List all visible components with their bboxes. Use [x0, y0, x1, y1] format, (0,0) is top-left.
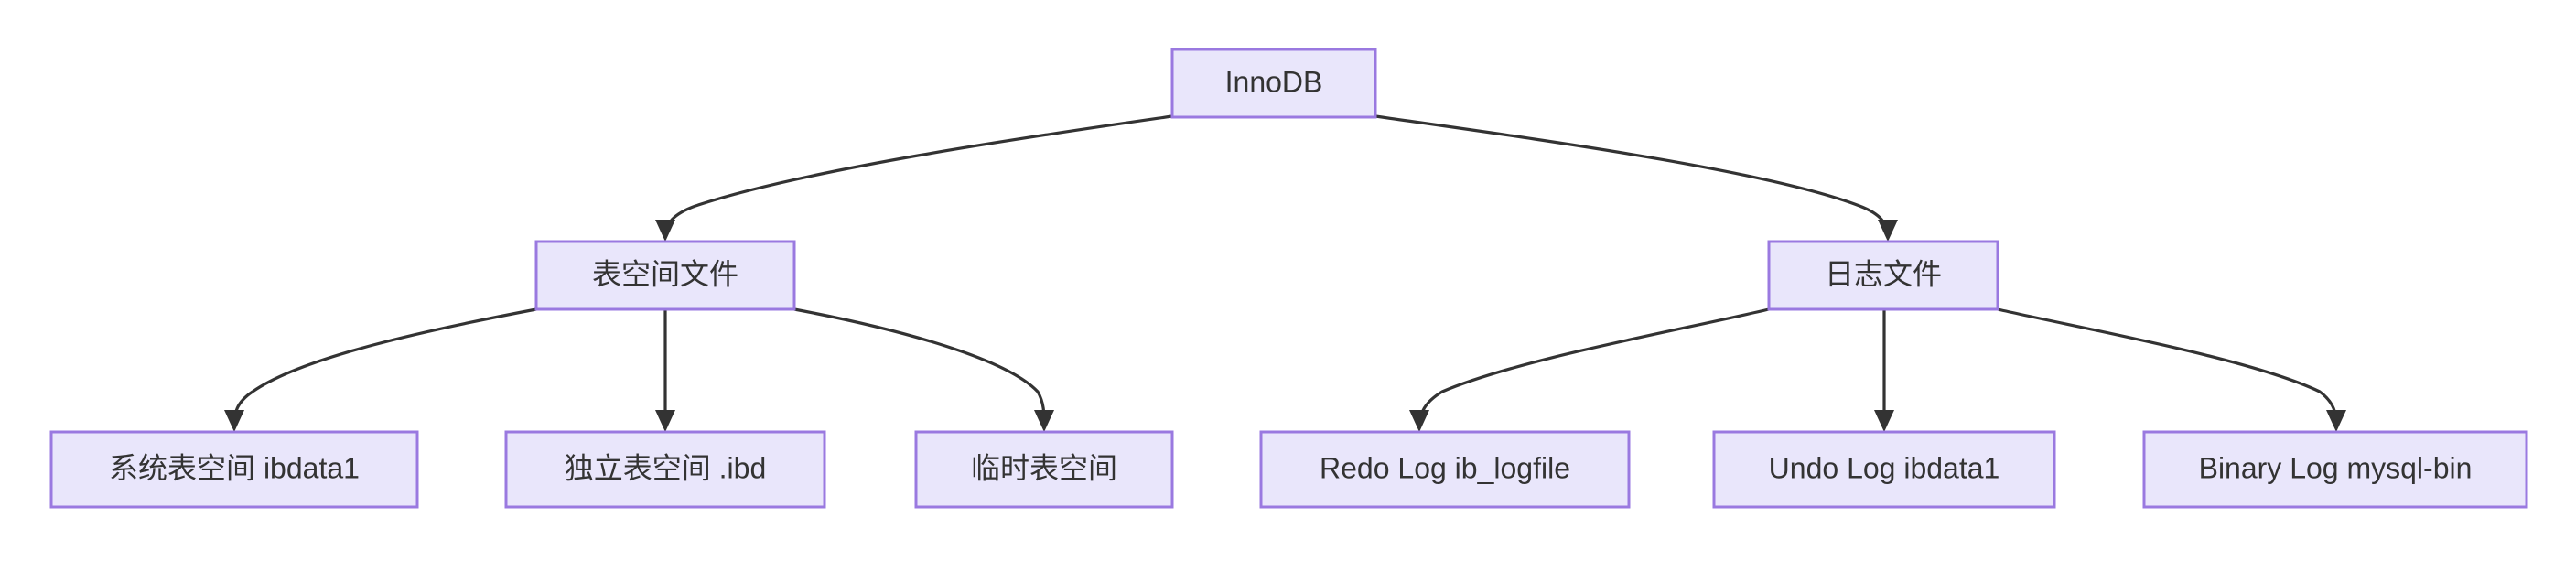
edge-tablespace-files-to-temp-tablespace	[793, 307, 1046, 426]
node-innodb-box[interactable]	[1170, 48, 1377, 119]
node-redo-log-box[interactable]	[1259, 430, 1631, 509]
node-undo-log-label: Undo Log ibdata1	[1769, 451, 2000, 484]
node-file-per-table[interactable]: 独立表空间 .ibd	[504, 430, 826, 509]
arrowhead-icon-temp-tablespace	[1034, 410, 1054, 432]
arrowhead-icon-tablespace-files	[655, 220, 675, 242]
node-log-files[interactable]: 日志文件	[1767, 240, 1999, 311]
edge-log-files-to-redo-log	[1417, 307, 1770, 426]
node-binary-log[interactable]: Binary Log mysql-bin	[2142, 430, 2528, 509]
arrowhead-icon-system-tablespace	[224, 410, 244, 432]
node-system-tablespace-label: 系统表空间 ibdata1	[109, 451, 360, 484]
arrowhead-icon-undo-log	[1874, 410, 1894, 432]
node-tablespace-files-label: 表空间文件	[592, 257, 738, 290]
node-undo-log-box[interactable]	[1712, 430, 2056, 509]
node-system-tablespace-box[interactable]	[49, 430, 419, 509]
node-system-tablespace[interactable]: 系统表空间 ibdata1	[49, 430, 419, 509]
edges-layer	[232, 114, 2338, 426]
arrowhead-icon-binary-log	[2326, 410, 2346, 432]
nodes-layer: InnoDB 表空间文件 日志文件 系统表空间 ibdata1 独立表空间 .i…	[49, 48, 2528, 509]
node-innodb-label: InnoDB	[1225, 65, 1323, 98]
node-temp-tablespace[interactable]: 临时表空间	[914, 430, 1174, 509]
node-temp-tablespace-label: 临时表空间	[971, 451, 1117, 484]
edge-tablespace-files-to-system-tablespace	[232, 307, 537, 426]
node-redo-log-label: Redo Log ib_logfile	[1320, 451, 1570, 484]
node-tablespace-files-box[interactable]	[534, 240, 796, 311]
edge-innodb-to-tablespace-files	[663, 114, 1173, 235]
node-file-per-table-box[interactable]	[504, 430, 826, 509]
edge-log-files-to-binary-log	[1997, 307, 2338, 426]
node-binary-log-box[interactable]	[2142, 430, 2528, 509]
arrowheads-layer	[224, 220, 2346, 432]
node-file-per-table-label: 独立表空间 .ibd	[565, 451, 767, 484]
edge-innodb-to-log-files	[1374, 114, 1890, 235]
node-undo-log[interactable]: Undo Log ibdata1	[1712, 430, 2056, 509]
node-tablespace-files[interactable]: 表空间文件	[534, 240, 796, 311]
arrowhead-icon-log-files	[1878, 220, 1898, 242]
arrowhead-icon-file-per-table	[655, 410, 675, 432]
node-innodb[interactable]: InnoDB	[1170, 48, 1377, 119]
node-temp-tablespace-box[interactable]	[914, 430, 1174, 509]
node-binary-log-label: Binary Log mysql-bin	[2199, 451, 2473, 484]
arrowhead-icon-redo-log	[1409, 410, 1429, 432]
node-redo-log[interactable]: Redo Log ib_logfile	[1259, 430, 1631, 509]
node-log-files-box[interactable]	[1767, 240, 1999, 311]
node-log-files-label: 日志文件	[1825, 257, 1942, 290]
